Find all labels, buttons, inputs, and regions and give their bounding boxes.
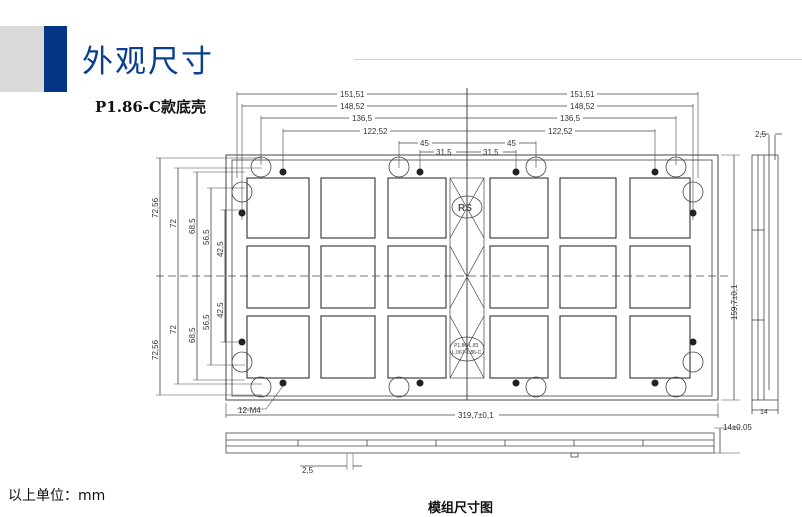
module-thickness-dimension: 14±0,05 bbox=[723, 423, 752, 432]
panel-bottom-view bbox=[225, 427, 740, 470]
dim-42-5-top: 42,5 bbox=[216, 241, 225, 257]
side-thickness-dimension: 14 bbox=[760, 409, 768, 416]
dim-72-56-bottom: 72,56 bbox=[151, 339, 160, 360]
dim-72-top: 72 bbox=[169, 219, 178, 228]
center-label-line2: L.067-1.86-C bbox=[452, 350, 482, 356]
rs-logo: RS bbox=[458, 203, 472, 214]
header-accent-bar bbox=[44, 26, 67, 92]
dim-136-5-left: 136,5 bbox=[352, 114, 373, 123]
dim-148-52-right: 148,52 bbox=[570, 102, 595, 111]
header-grey-block bbox=[0, 26, 44, 92]
dim-45-left: 45 bbox=[420, 139, 429, 148]
dim-72-56-top: 72,56 bbox=[151, 197, 160, 218]
dim-148-52-left: 148,52 bbox=[340, 102, 365, 111]
dim-136-5-right: 136,5 bbox=[560, 114, 581, 123]
unit-note: 以上单位：mm bbox=[8, 488, 106, 504]
dim-56-5-top: 56,5 bbox=[202, 229, 211, 245]
dim-56-5-bottom: 56,5 bbox=[202, 314, 211, 330]
page-title: 外观尺寸 bbox=[82, 44, 214, 80]
dim-68-5-top: 68,5 bbox=[188, 218, 197, 234]
dim-45-right: 45 bbox=[507, 139, 516, 148]
bottom-offset-dimension: 2,5 bbox=[302, 466, 314, 475]
center-label-line1: P1.86-L.83 bbox=[454, 343, 479, 349]
title-divider bbox=[354, 59, 802, 60]
dim-151-51-right: 151,51 bbox=[570, 90, 595, 99]
dim-122-52-left: 122,52 bbox=[363, 127, 388, 136]
dim-31-5-left: 31,5 bbox=[436, 148, 452, 157]
side-top-dimension: 2,5 bbox=[755, 130, 767, 139]
dim-31-5-right: 31,5 bbox=[483, 148, 499, 157]
dim-122-52-right: 122,52 bbox=[548, 127, 573, 136]
screw-callout: 12-M4 bbox=[238, 406, 261, 415]
model-subtitle: P1.86-C款底壳 bbox=[95, 98, 206, 116]
dim-151-51-left: 151,51 bbox=[340, 90, 365, 99]
dim-42-5-bottom: 42,5 bbox=[216, 302, 225, 318]
figure-caption: 模组尺寸图 bbox=[428, 501, 494, 516]
dim-68-5-bottom: 68,5 bbox=[188, 327, 197, 343]
panel-side-view bbox=[751, 133, 782, 414]
height-dimension: 159,7±0,1 bbox=[730, 284, 739, 320]
width-dimension: 319,7±0,1 bbox=[458, 411, 494, 420]
panel-front-view bbox=[225, 154, 719, 401]
left-dimensions bbox=[156, 157, 730, 396]
dim-72-bottom: 72 bbox=[169, 325, 178, 334]
